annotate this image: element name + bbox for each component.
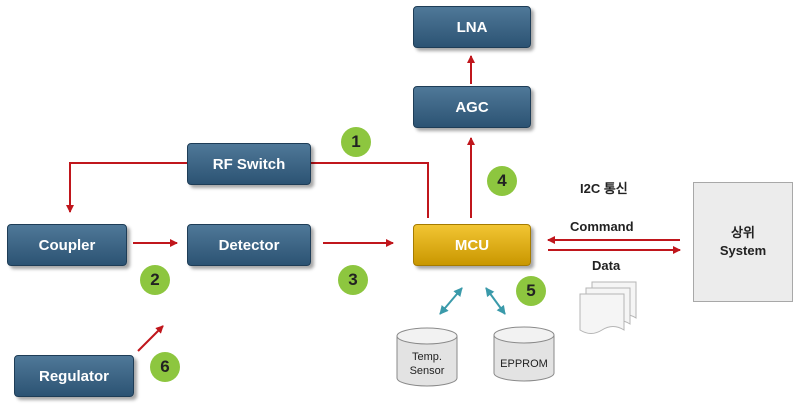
temp-sensor-line-2: Sensor: [409, 365, 445, 377]
lna-block: LNA: [413, 6, 531, 48]
arrow-rf-switch-to-coupler: [66, 162, 187, 213]
coupler-block: Coupler: [7, 224, 127, 266]
arrow-regulator: [137, 325, 164, 352]
step-badge-6: 6: [150, 352, 180, 382]
epprom-cylinder-icon: [493, 326, 555, 382]
command-label: Command: [570, 219, 634, 234]
temp-sensor-line-1: Temp.: [412, 351, 442, 363]
data-documents-icon: [579, 281, 637, 334]
system-line-2: System: [719, 243, 767, 258]
step-badge-2: 2: [140, 265, 170, 295]
arrow-mcu-epprom: [485, 287, 506, 315]
i2c-label: I2C 통신: [580, 181, 628, 196]
detector-block: Detector: [187, 224, 311, 266]
line-mcu-to-rf-switch: [311, 162, 429, 218]
step-badge-1: 1: [341, 127, 371, 157]
step-badge-3: 3: [338, 265, 368, 295]
upper-system-box: 상위 System: [693, 182, 793, 302]
arrow-mcu-temp-sensor: [439, 287, 463, 315]
agc-block: AGC: [413, 86, 531, 128]
rf-switch-block: RF Switch: [187, 143, 311, 185]
system-line-1: 상위: [731, 225, 755, 240]
temp-sensor-cylinder-icon: [396, 327, 458, 387]
step-badge-4: 4: [487, 166, 517, 196]
temp-sensor-label: Temp. Sensor: [397, 350, 457, 378]
mcu-block: MCU: [413, 224, 531, 266]
regulator-block: Regulator: [14, 355, 134, 397]
epprom-label: EPPROM: [500, 358, 548, 370]
data-label: Data: [592, 258, 621, 273]
step-badge-5: 5: [516, 276, 546, 306]
